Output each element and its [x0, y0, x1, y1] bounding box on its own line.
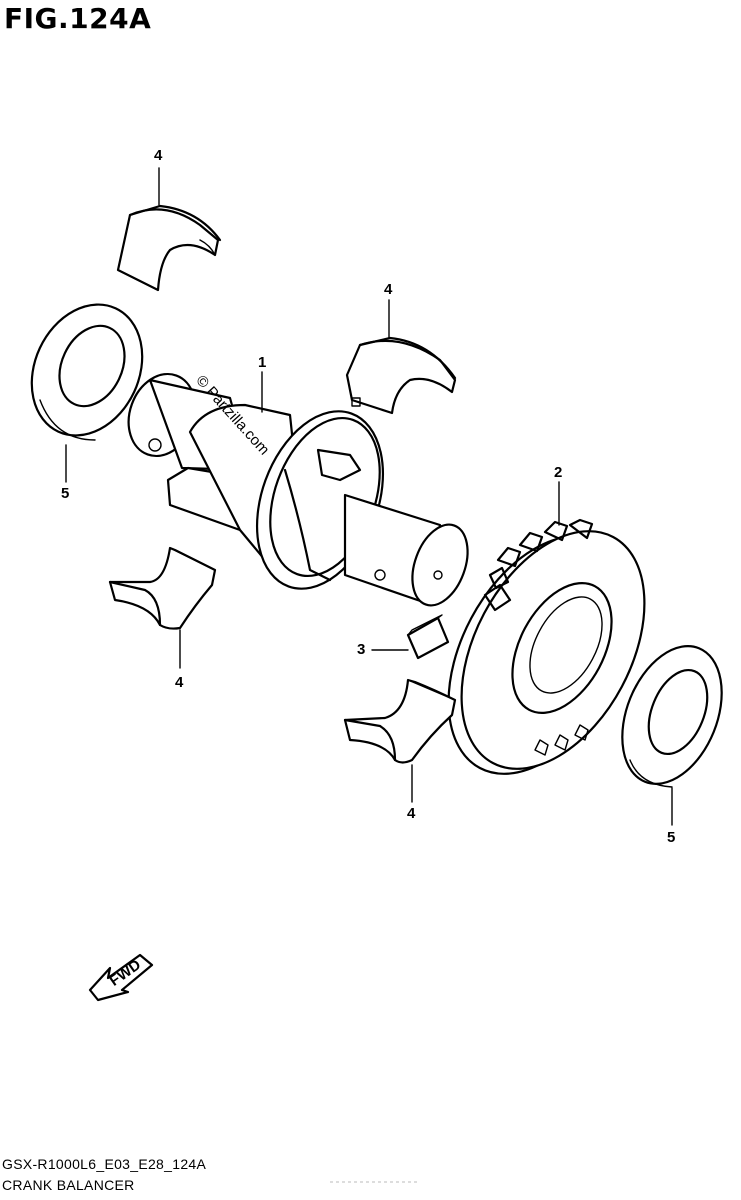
callout-bearing-4: 4 — [175, 674, 184, 691]
bearing-shell-lower-right[interactable] — [343, 678, 457, 764]
callout-shaft-1: 1 — [258, 354, 267, 371]
callout-gear-2: 2 — [554, 464, 563, 481]
shim-washer-left[interactable] — [11, 286, 163, 453]
callout-bearing-4: 4 — [154, 147, 163, 164]
bearing-shell-upper-right[interactable] — [345, 336, 457, 415]
figure-caption: CRANK BALANCER — [2, 1177, 135, 1193]
callout-washer-5: 5 — [61, 485, 70, 502]
bearing-shell-top-left[interactable] — [116, 204, 222, 292]
shim-washer-right[interactable] — [603, 631, 740, 798]
callout-bearing-4: 4 — [384, 281, 393, 298]
callout-washer-5: 5 — [667, 829, 676, 846]
bearing-shell-lower-left[interactable] — [108, 546, 217, 630]
woodruff-key[interactable] — [406, 614, 450, 660]
figure-title: FIG.124A — [4, 2, 152, 35]
callout-bearing-4: 4 — [407, 805, 416, 822]
crank-balancer-shaft[interactable] — [118, 365, 478, 613]
callout-key-3: 3 — [357, 641, 366, 658]
balancer-driven-gear[interactable] — [411, 500, 682, 804]
fwd-arrow-icon: FWD — [88, 953, 154, 1002]
model-code: GSX-R1000L6_E03_E28_124A — [2, 1156, 207, 1172]
